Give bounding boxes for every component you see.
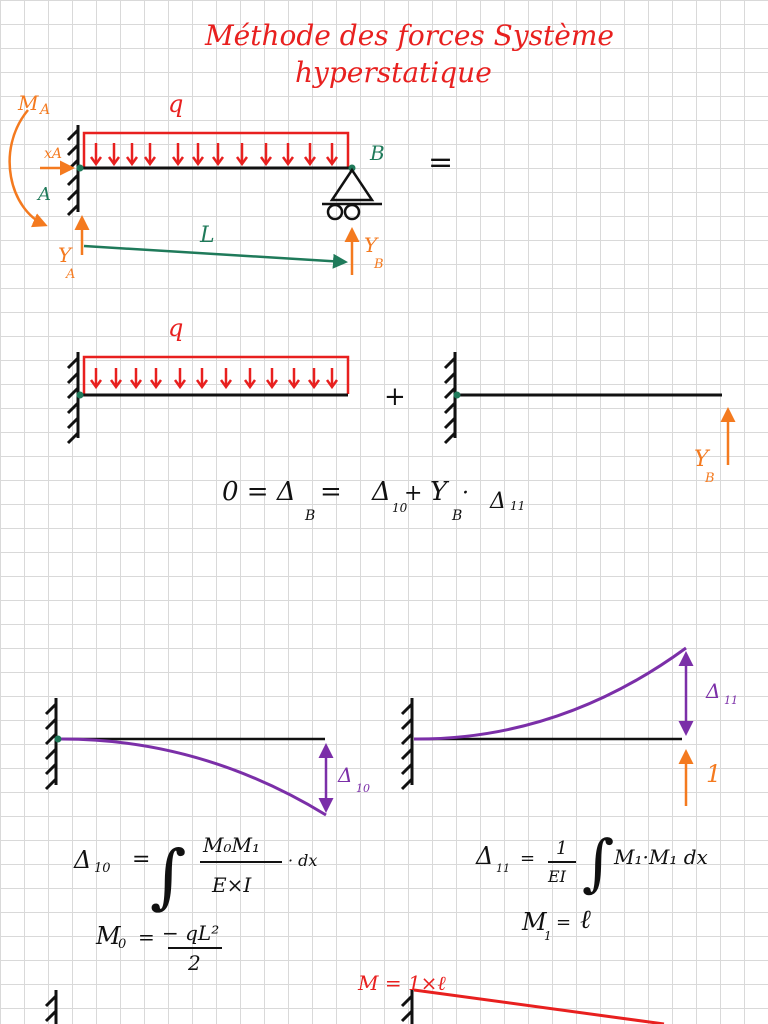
fig2-node-right: [453, 391, 461, 399]
eq1-lhs-sub: B: [304, 508, 315, 524]
d11-denominator: EI: [547, 867, 567, 886]
m0-numerator: − qL²: [162, 921, 219, 945]
fig1-node-a: [76, 164, 84, 172]
fig3-d10-label: Δ: [337, 763, 352, 787]
fig4-moment-line: [413, 988, 665, 1024]
d10-eq: =: [132, 847, 150, 872]
fig1-length-dimension: [83, 244, 348, 269]
fig3-fixed-support-right: [400, 698, 414, 791]
fig3-deflected-curve-left: [57, 737, 327, 817]
fig1-b-label: B: [369, 141, 385, 165]
m0-lhs: M: [95, 922, 122, 950]
fig3-deflection-load: Δ 10: [44, 698, 370, 817]
fig3-d10-sub: 10: [356, 782, 370, 795]
fig1-distributed-load: [82, 131, 350, 167]
fig1-original-beam: q B = M A xA A Y A Y B L: [8, 90, 453, 282]
fig2-distributed-load: [82, 355, 350, 394]
eq1-yb: Y: [430, 477, 450, 507]
d11-numerator: 1: [556, 838, 567, 859]
m0-eq: =: [138, 925, 155, 949]
d10-integral: ∫: [150, 835, 186, 917]
compatibility-equation: 0 = Δ B = Δ 10 + Y B · Δ 11: [222, 477, 525, 524]
title-line2: hyperstatique: [295, 56, 492, 89]
fig1-moment-label: M: [17, 91, 39, 115]
formula-delta11: Δ 11 = 1 EI ∫ M₁·M₁ dx: [475, 826, 708, 899]
eq1-yb-sub: B: [451, 508, 462, 524]
eq1-eq: =: [320, 477, 342, 507]
eq1-lhs: 0 = Δ: [222, 477, 296, 507]
fig1-ya-sub: A: [65, 267, 75, 282]
fig1-yb-label: Y: [364, 233, 379, 257]
d11-eq: =: [520, 848, 535, 869]
fig1-xa-label: xA: [44, 146, 62, 162]
eq1-d10-sub: 10: [392, 501, 408, 515]
fig3-fixed-support-left: [44, 698, 58, 791]
fig2-plus: +: [384, 382, 406, 412]
fig3-d11-sub: 11: [724, 694, 738, 707]
fig4-fixed-support-right: [400, 990, 414, 1024]
formula-m1: M 1 = ℓ: [521, 905, 591, 943]
fig1-fixed-support: [66, 125, 80, 217]
fig1-equals: =: [428, 145, 453, 180]
fig2-fixed-support-left: [66, 352, 80, 445]
eq1-d11: Δ: [489, 489, 506, 514]
fig1-q-label: q: [168, 90, 183, 118]
fig1-roller-support: [322, 167, 382, 221]
fig2-node-left: [76, 391, 84, 399]
formula-delta10: Δ 10 = ∫ M₀M₁ E×I · dx: [73, 833, 317, 917]
title-line1: Méthode des forces Système: [204, 19, 614, 52]
fig2-fixed-support-right: [443, 352, 457, 445]
d10-lhs-sub: 10: [94, 861, 111, 876]
d10-numerator: M₀M₁: [202, 833, 260, 857]
d10-dx: · dx: [288, 851, 317, 870]
d11-lhs-sub: 11: [496, 862, 510, 875]
m1-rhs: ℓ: [580, 905, 591, 935]
m1-eq: =: [556, 912, 571, 933]
fig3-deflected-curve-right: [413, 646, 687, 741]
fig1-moment-arrow: [8, 109, 48, 228]
m0-denominator: 2: [187, 951, 201, 975]
fig3-d11-label: Δ: [705, 679, 720, 703]
fig1-ya-label: Y: [58, 243, 73, 267]
d10-denominator: E×I: [211, 873, 252, 897]
fig4-label: M = 1×ℓ: [357, 971, 446, 995]
d11-lhs: Δ: [475, 842, 493, 870]
m1-lhs-sub: 1: [544, 929, 552, 943]
m0-lhs-sub: 0: [118, 937, 126, 952]
d11-integral: ∫: [582, 826, 614, 899]
eq1-plus: +: [404, 481, 422, 506]
m1-lhs: M: [521, 908, 548, 936]
fig2-yb-label: Y: [694, 447, 711, 472]
formula-m0: M 0 = − qL² 2: [95, 921, 222, 975]
fig4-fixed-support-left: [44, 990, 58, 1024]
eq1-dot: ·: [462, 481, 469, 506]
fig2-q-label: q: [168, 314, 183, 342]
fig4-partial-diagrams: M = 1×ℓ: [44, 971, 665, 1024]
fig3-unit-load-label: 1: [706, 760, 721, 788]
d10-lhs: Δ: [73, 846, 91, 874]
fig3-node-left: [54, 735, 62, 743]
fig3-deflection-unit: Δ 11 1: [400, 646, 738, 806]
fig2-yb-sub: B: [704, 471, 715, 486]
eq1-d10: Δ: [371, 477, 391, 507]
fig1-length-label: L: [199, 223, 215, 248]
fig1-yb-sub: B: [373, 257, 384, 272]
fig2-cantilever-load: q: [66, 314, 350, 445]
d11-body: M₁·M₁ dx: [613, 845, 708, 869]
fig2-cantilever-unit: Y B: [443, 352, 736, 486]
fig1-a-label: A: [36, 184, 51, 205]
fig1-moment-sub: A: [38, 102, 50, 118]
eq1-d11-sub: 11: [510, 499, 525, 513]
